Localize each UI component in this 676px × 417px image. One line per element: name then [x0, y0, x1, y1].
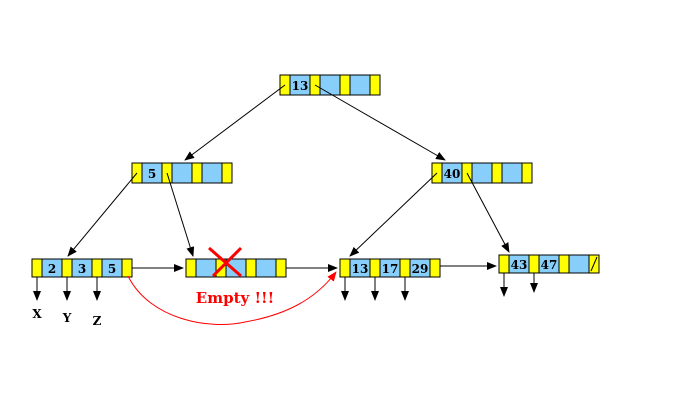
record-label-z: Z	[93, 314, 102, 328]
inner-right-key-1: 40	[444, 167, 461, 181]
leaf-3-key-2: 17	[382, 262, 399, 276]
inner-left-key-1: 5	[148, 167, 156, 181]
record-pointers	[33, 273, 538, 301]
tree-edges	[67, 84, 510, 257]
edge-root-to-inner-right	[314, 84, 446, 161]
empty-annotation: Empty !!!	[196, 289, 274, 307]
edge-inner-right-to-leaf-3	[349, 172, 438, 257]
leaf-1-key-1: 2	[48, 262, 56, 276]
record-label-y: Y	[62, 311, 72, 325]
node-leaf-4: 43 47	[498, 254, 600, 274]
leaf-4-key-1: 43	[511, 258, 528, 272]
leaf-1-key-3: 5	[108, 262, 116, 276]
leaf-3-key-3: 29	[412, 262, 429, 276]
node-leaf-1: 2 3 5	[31, 258, 133, 278]
null-pointer-mark	[590, 256, 598, 272]
edge-inner-right-to-leaf-4	[466, 172, 510, 253]
node-inner-right: 40	[431, 162, 533, 184]
edge-root-to-inner-left	[184, 84, 286, 161]
node-leaf-3: 13 17 29	[339, 258, 441, 278]
redirect-link-curve	[127, 271, 337, 325]
record-label-x: X	[32, 307, 42, 321]
leaf-3-key-1: 13	[352, 262, 369, 276]
leaf-links	[132, 262, 497, 272]
root-key-1: 13	[292, 79, 309, 93]
edge-inner-left-to-leaf-1	[67, 172, 138, 257]
node-root: 13	[279, 74, 381, 96]
leaf-4-key-2: 47	[541, 258, 558, 272]
node-leaf-2-empty	[185, 258, 287, 278]
leaf-1-key-2: 3	[78, 262, 86, 276]
node-inner-left: 5	[131, 162, 233, 184]
edge-inner-left-to-leaf-2	[166, 172, 195, 257]
deletion-cross-icon	[208, 246, 243, 278]
